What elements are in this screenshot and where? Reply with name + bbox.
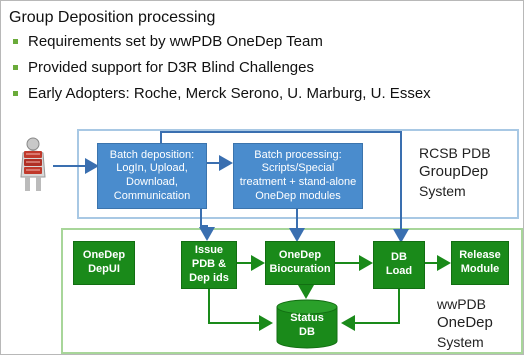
status-db-label: Status DB — [290, 312, 324, 338]
arrow-issue-to-status-db — [208, 289, 273, 331]
bullet-text: Early Adopters: Roche, Merck Serono, U. … — [28, 85, 431, 102]
bullet-item: Requirements set by wwPDB OneDep Team — [13, 33, 323, 50]
release-module-label: Release Module — [459, 249, 501, 275]
rcsb-label-line3: System — [419, 182, 466, 199]
rcsb-system-label: RCSB PDB GroupDep System — [419, 144, 491, 200]
slide-title: Group Deposition processing — [9, 9, 216, 26]
wwpdb-system-label: wwPDB OneDep System — [437, 295, 493, 351]
status-db-cylinder — [276, 299, 338, 349]
bullet-marker — [13, 64, 18, 70]
batch-processing-box: Batch processing: Scripts/Special treatm… — [233, 143, 363, 209]
issue-ids-label: Issue PDB & Dep ids — [189, 244, 229, 284]
arrow-depo-to-issue-ids — [199, 209, 215, 241]
issue-ids-box: Issue PDB & Dep ids — [181, 241, 237, 289]
batch-deposition-label: Batch deposition: LogIn, Upload, Downloa… — [109, 148, 195, 202]
batch-deposition-box: Batch deposition: LogIn, Upload, Downloa… — [97, 143, 207, 209]
wwpdb-label-line2: OneDep — [437, 314, 493, 332]
onedep-depui-label: OneDep DepUI — [82, 249, 126, 275]
rcsb-label-line2: GroupDep — [419, 163, 489, 181]
bullet-item: Provided support for D3R Blind Challenge… — [13, 59, 314, 76]
bullet-text: Requirements set by wwPDB OneDep Team — [28, 33, 323, 50]
wwpdb-label-line1: wwPDB — [437, 296, 487, 312]
db-load-label: DB Load — [385, 251, 413, 277]
onedep-biocuration-box: OneDep Biocuration — [265, 241, 335, 285]
bullet-marker — [13, 38, 18, 44]
arrow-feedback-loop — [160, 131, 409, 243]
rcsb-label-line1: RCSB PDB — [419, 145, 491, 161]
bullet-marker — [13, 90, 18, 96]
onedep-depui-box: OneDep DepUI — [73, 241, 135, 285]
db-load-box: DB Load — [373, 241, 425, 289]
user-with-documents-icon — [20, 137, 46, 191]
wwpdb-label-line3: System — [437, 333, 484, 350]
bullet-text: Provided support for D3R Blind Challenge… — [28, 59, 314, 76]
batch-processing-label: Batch processing: Scripts/Special treatm… — [239, 148, 357, 202]
arrow-dbload-to-status-db — [341, 289, 400, 331]
release-module-box: Release Module — [451, 241, 509, 285]
bullet-item: Early Adopters: Roche, Merck Serono, U. … — [13, 85, 431, 102]
onedep-biocuration-label: OneDep Biocuration — [269, 249, 331, 275]
